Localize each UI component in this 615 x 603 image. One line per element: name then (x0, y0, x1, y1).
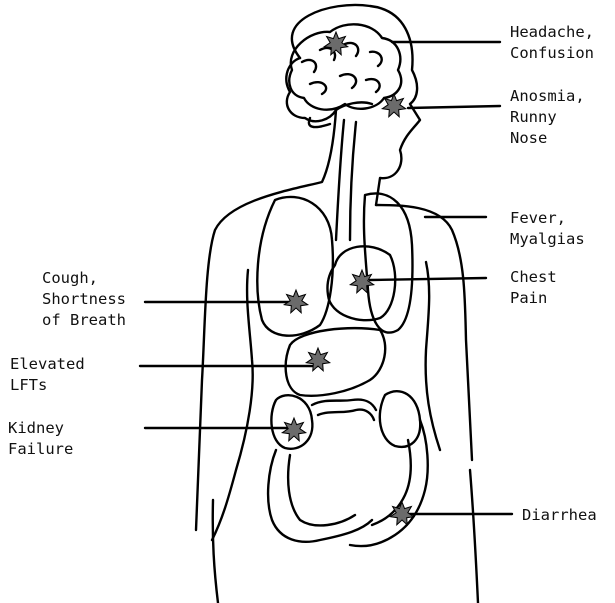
left-lung (257, 197, 333, 336)
callout-diarrhea-line-1: Diarrhea (522, 505, 597, 526)
callout-kidney-line-2: Failure (8, 439, 73, 460)
callout-cough-line-3: of Breath (42, 310, 126, 331)
large-intestine (268, 420, 428, 546)
callout-fever-line-1: Fever, (510, 208, 585, 229)
trachea (336, 120, 356, 240)
star-kidney (282, 418, 305, 441)
callout-chest: Chest Pain (510, 267, 557, 309)
callout-anosmia-line-1: Anosmia, (510, 86, 585, 107)
callout-lfts: Elevated LFTs (10, 354, 85, 396)
callout-anosmia: Anosmia, Runny Nose (510, 86, 585, 149)
callout-lfts-line-1: Elevated (10, 354, 85, 375)
callout-anosmia-line-2: Runny (510, 107, 585, 128)
callout-cough: Cough, Shortness of Breath (42, 268, 126, 331)
callout-cough-line-2: Shortness (42, 289, 126, 310)
small-intestine (312, 399, 376, 420)
star-heart (350, 270, 373, 293)
callout-chest-line-2: Pain (510, 288, 557, 309)
callout-headache-line-1: Headache, (510, 22, 594, 43)
callout-chest-line-1: Chest (510, 267, 557, 288)
callout-anosmia-line-3: Nose (510, 128, 585, 149)
star-liver (306, 348, 329, 371)
callout-headache-line-2: Confusion (510, 43, 594, 64)
hair-outline (286, 58, 372, 121)
callout-lfts-line-2: LFTs (10, 375, 85, 396)
callout-fever-line-2: Myalgias (510, 229, 585, 250)
liver (286, 328, 386, 396)
line-chest (370, 278, 486, 280)
callout-kidney-line-1: Kidney (8, 418, 73, 439)
callout-diarrhea: Diarrhea (522, 505, 597, 526)
callout-fever: Fever, Myalgias (510, 208, 585, 250)
stomach (380, 391, 420, 447)
callout-kidney: Kidney Failure (8, 418, 73, 460)
callout-headache: Headache, Confusion (510, 22, 594, 64)
torso-left (196, 110, 336, 530)
callout-cough-line-1: Cough, (42, 268, 126, 289)
kidney (271, 395, 312, 449)
line-anosmia (408, 106, 500, 108)
